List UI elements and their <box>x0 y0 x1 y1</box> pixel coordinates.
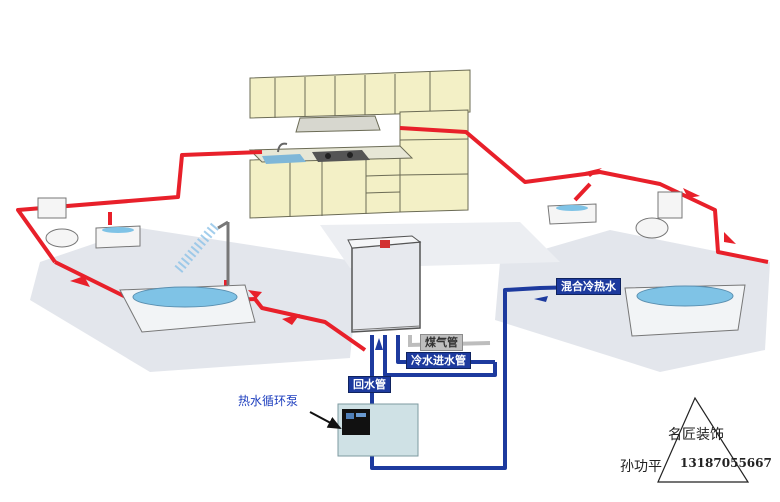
gas-pipe <box>408 335 491 348</box>
mixed-water-label: 混合冷热水 <box>556 278 621 295</box>
pointer-arrow <box>309 411 342 429</box>
shower-icon <box>174 220 230 285</box>
sink-icon <box>95 225 141 249</box>
bathtub-icon <box>624 284 746 337</box>
stove-icon <box>312 150 370 162</box>
watermark-phone: 13187055667 <box>680 456 772 470</box>
kitchen-sink-icon <box>262 142 306 164</box>
watermark-person: 孙功平 <box>620 459 662 475</box>
flow-arrow-icon <box>70 168 736 325</box>
circulation-pump-icon <box>337 403 419 457</box>
toilet-icon <box>37 197 79 248</box>
toilet-icon <box>635 191 683 239</box>
sink-icon <box>547 203 597 225</box>
return-pipe-label: 回水管 <box>348 376 391 393</box>
gas-pipe-label: 煤气管 <box>420 334 463 351</box>
pump-label: 热水循环泵 <box>238 394 299 408</box>
watermark-triangle <box>657 396 750 483</box>
cold-inlet-label: 冷水进水管 <box>406 352 471 369</box>
bathtub-icon <box>119 284 256 333</box>
water-heater-icon <box>347 235 422 333</box>
flow-arrow-icon <box>375 296 548 350</box>
watermark-company: 名匠装饰 <box>668 427 724 443</box>
